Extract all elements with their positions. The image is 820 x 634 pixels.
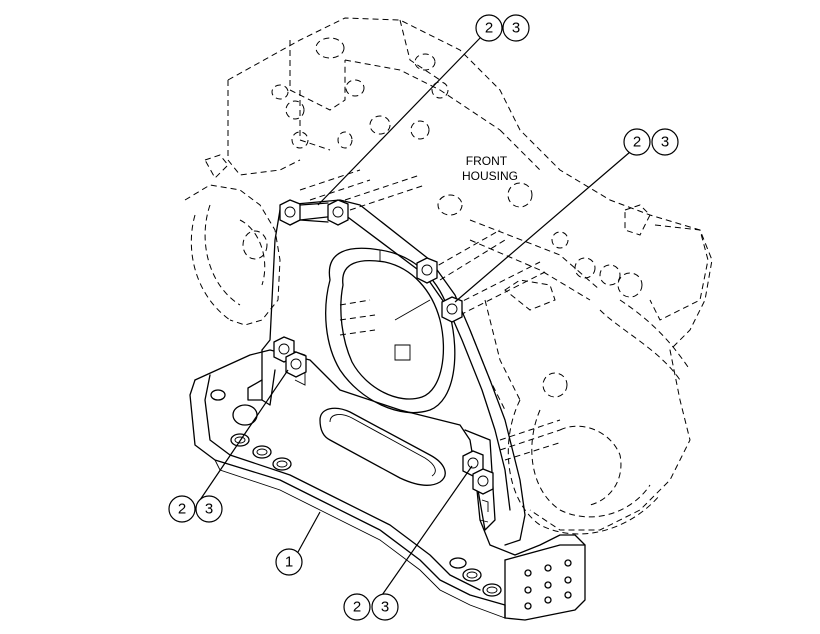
callout-top: 2 3 [475,14,530,42]
callout-top-number-2: 3 [512,20,520,37]
callout-top-number-1: 2 [485,20,493,37]
callout-plate: 1 [275,548,303,576]
nut [441,296,463,323]
front-housing [184,17,713,535]
nut [472,468,494,495]
callout-bottom: 2 3 [343,593,399,621]
leader-lines [199,35,631,599]
callout-plate-number: 1 [285,554,293,571]
callout-bottom-number-2: 3 [381,599,389,616]
front-housing-label-line2: HOUSING [462,169,518,183]
nut [416,257,438,284]
nut [285,351,307,378]
bolts [299,169,563,461]
front-housing-label: FRONT HOUSING [462,154,518,183]
front-plate [189,199,586,621]
callout-right: 2 3 [623,128,679,156]
callout-right-number-1: 2 [633,134,641,151]
nut [279,199,301,226]
front-housing-label-line1: FRONT [466,154,508,168]
callout-left-number-2: 3 [205,501,213,518]
callout-left-number-1: 2 [178,501,186,518]
callout-right-number-2: 3 [661,134,669,151]
callout-left: 2 3 [168,495,223,523]
callout-bottom-number-1: 2 [353,599,361,616]
nut [327,199,349,226]
